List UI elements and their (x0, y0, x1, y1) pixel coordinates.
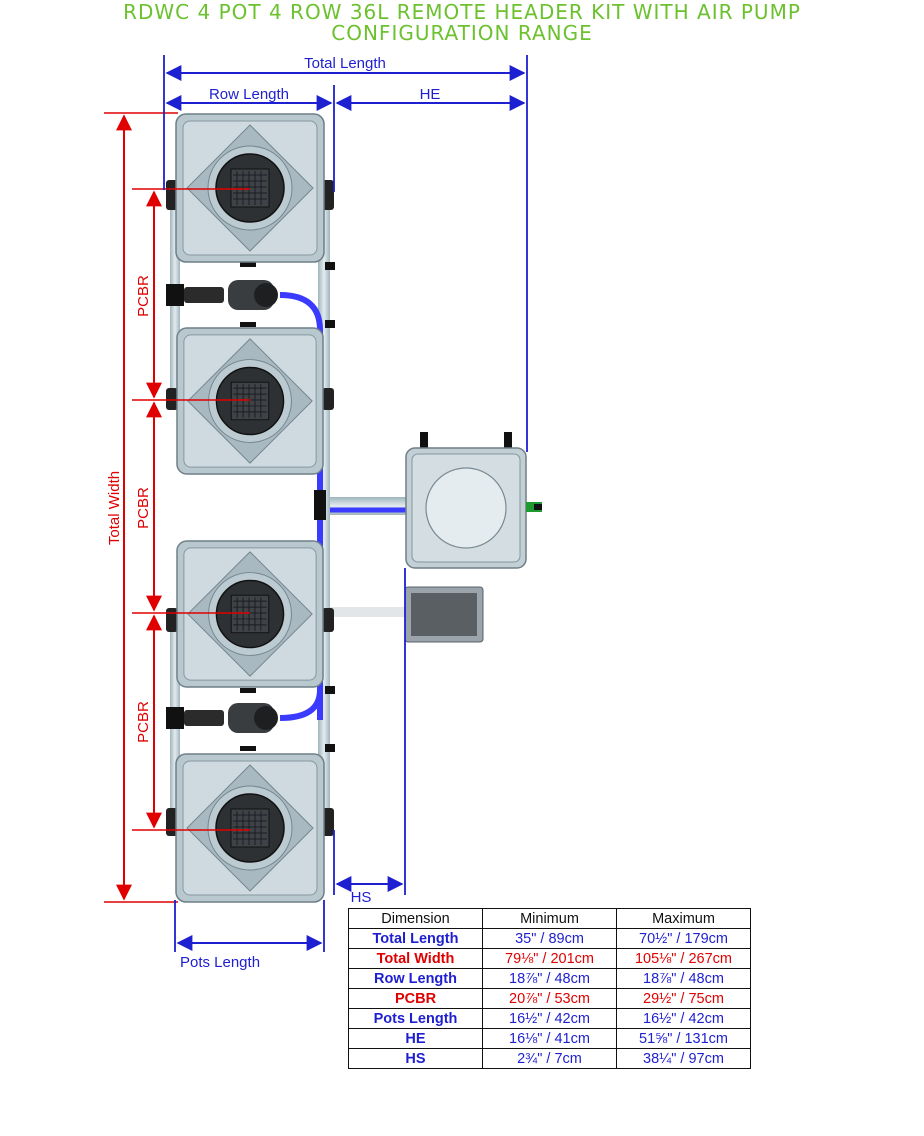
table-row: HS 2¾" / 7cm 38¼" / 97cm (348, 1048, 751, 1069)
row-max: 70½" / 179cm (616, 928, 751, 949)
row-min: 18⅞" / 48cm (482, 968, 617, 989)
row-min: 2¾" / 7cm (482, 1048, 617, 1069)
he-label: HE (420, 86, 441, 103)
pots-length-label: Pots Length (180, 954, 260, 971)
total-width-label: Total Width (106, 471, 123, 545)
row-min: 16½" / 42cm (482, 1008, 617, 1029)
row-max: 38¼" / 97cm (616, 1048, 751, 1069)
pipework (166, 180, 406, 836)
controller-box (404, 586, 484, 643)
pump-lower (166, 688, 278, 751)
row-length-label: Row Length (209, 86, 289, 103)
table-row: PCBR 20⅞" / 53cm 29½" / 75cm (348, 988, 751, 1009)
pcbr-label-2: PCBR (135, 487, 152, 529)
row-max: 16½" / 42cm (616, 1008, 751, 1029)
dimension-table: Dimension Minimum Maximum Total Length 3… (348, 908, 751, 1069)
table-row: Total Length 35" / 89cm 70½" / 179cm (348, 928, 751, 949)
pcbr-label-3: PCBR (135, 701, 152, 743)
row-max: 51⅝" / 131cm (616, 1028, 751, 1049)
hs-label: HS (351, 889, 372, 906)
row-min: 35" / 89cm (482, 928, 617, 949)
pot-2 (176, 327, 324, 475)
table-row: HE 16⅛" / 41cm 51⅝" / 131cm (348, 1028, 751, 1049)
pcbr-label-1: PCBR (135, 275, 152, 317)
row-dimension: Total Width (348, 948, 483, 969)
row-dimension: HS (348, 1048, 483, 1069)
control-cable (330, 607, 406, 617)
table-row: Pots Length 16½" / 42cm 16½" / 42cm (348, 1008, 751, 1029)
row-dimension: Pots Length (348, 1008, 483, 1029)
row-dimension: PCBR (348, 988, 483, 1009)
air-tube-lower (279, 689, 323, 721)
row-max: 29½" / 75cm (616, 988, 751, 1009)
table-header-row: Dimension Minimum Maximum (348, 908, 751, 929)
row-max: 18⅞" / 48cm (616, 968, 751, 989)
blue-extension-lines (163, 55, 528, 952)
row-min: 16⅛" / 41cm (482, 1028, 617, 1049)
header-tank (405, 432, 542, 569)
tee-fitting (314, 490, 326, 520)
row-dimension: HE (348, 1028, 483, 1049)
row-max: 105⅛" / 267cm (616, 948, 751, 969)
pcbr-reference-lines (132, 188, 250, 831)
row-dimension: Total Length (348, 928, 483, 949)
table-row: Total Width 79⅛" / 201cm 105⅛" / 267cm (348, 948, 751, 969)
pump-upper (166, 262, 278, 327)
row-min: 79⅛" / 201cm (482, 948, 617, 969)
row-dimension: Row Length (348, 968, 483, 989)
pot-4 (175, 753, 325, 903)
row-min: 20⅞" / 53cm (482, 988, 617, 1009)
total-length-label: Total Length (304, 55, 386, 72)
diagram-title: RDWC 4 POT 4 ROW 36L REMOTE HEADER KIT W… (0, 2, 924, 44)
header-dimension: Dimension (348, 908, 483, 929)
pot-3 (176, 540, 324, 688)
title-line-2: CONFIGURATION RANGE (331, 21, 593, 45)
table-row: Row Length 18⅞" / 48cm 18⅞" / 48cm (348, 968, 751, 989)
header-maximum: Maximum (616, 908, 751, 929)
title-line-1: RDWC 4 POT 4 ROW 36L REMOTE HEADER KIT W… (123, 0, 801, 24)
pot-1 (175, 113, 325, 263)
header-minimum: Minimum (482, 908, 617, 929)
